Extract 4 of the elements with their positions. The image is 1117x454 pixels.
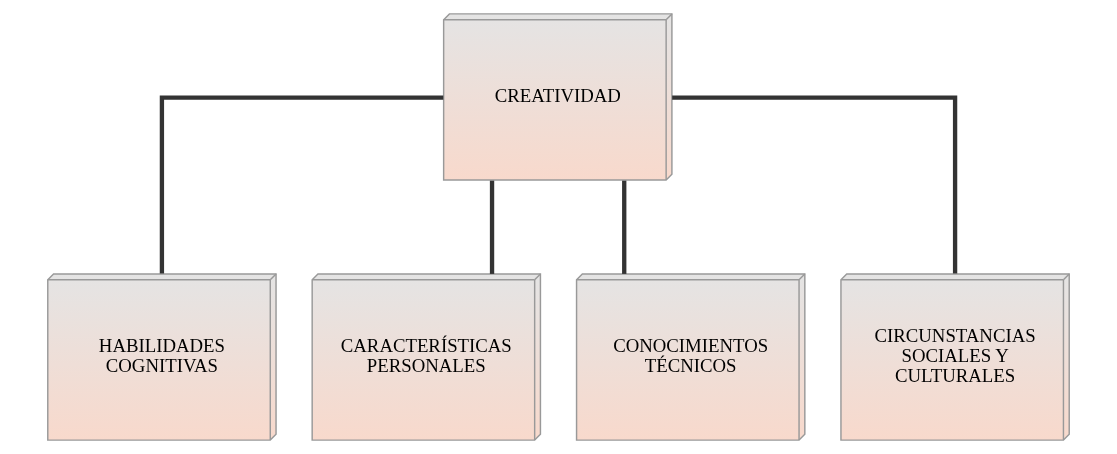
connector <box>159 95 444 274</box>
connector <box>672 95 958 274</box>
connector <box>622 180 627 274</box>
connector <box>489 180 495 274</box>
